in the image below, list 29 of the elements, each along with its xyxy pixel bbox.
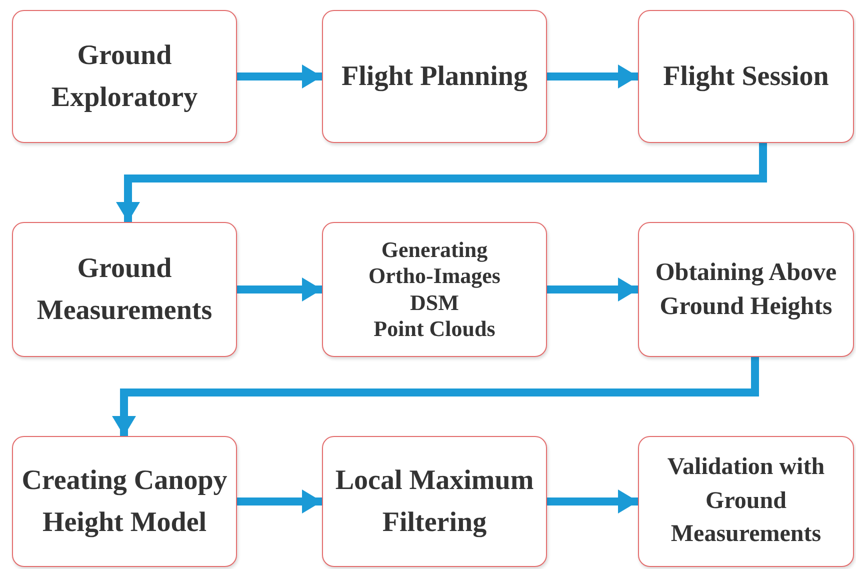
box-label: Obtaining Above Ground Heights: [654, 258, 838, 322]
process-box: [12, 222, 237, 357]
arrow: [237, 64, 322, 88]
process-box: [638, 222, 854, 357]
process-box: [322, 222, 547, 357]
box-label: Point Clouds: [374, 316, 496, 342]
arrow: [112, 357, 759, 436]
arrow: [547, 278, 638, 302]
process-box: [12, 436, 237, 567]
box-label: Local Maximum Filtering: [334, 464, 535, 540]
box-label: Generating: [381, 236, 488, 264]
box-label: Ortho-Images: [368, 263, 500, 290]
box-label: Ground Measurements: [36, 252, 214, 328]
box-label: DSM: [410, 290, 459, 316]
arrow: [547, 64, 638, 88]
box-label: Validation with Ground Measurements: [666, 453, 826, 550]
process-box: [638, 10, 854, 143]
process-box: [638, 436, 854, 567]
arrow: [116, 143, 767, 222]
arrow: [237, 490, 322, 514]
process-box: [322, 436, 547, 567]
arrow: [237, 278, 322, 302]
box-label: Creating Canopy Height Model: [20, 464, 228, 540]
box-label: Ground Exploratory: [50, 38, 199, 114]
process-box: [322, 10, 547, 143]
process-box: [12, 10, 237, 143]
box-label: Flight Session: [663, 60, 829, 94]
arrow: [547, 490, 638, 514]
box-label: Flight Planning: [342, 60, 528, 94]
